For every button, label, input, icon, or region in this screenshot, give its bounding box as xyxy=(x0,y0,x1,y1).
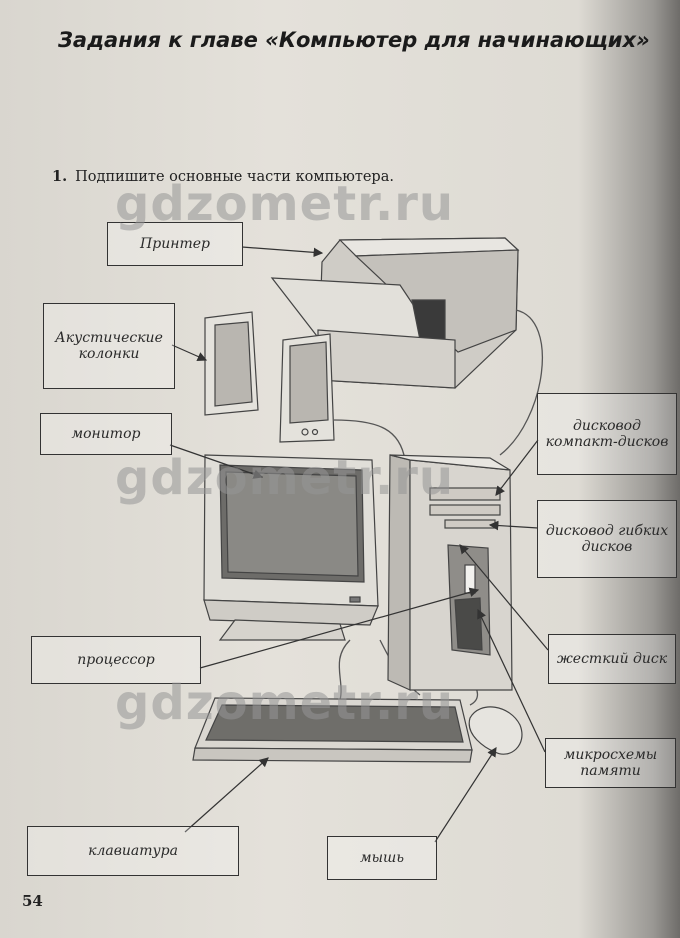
chapter-title: Задания к главе «Компьютер для начинающи… xyxy=(58,28,650,52)
speakers-label-box[interactable]: Акустические колонки xyxy=(43,303,175,389)
task-text: Подпишите основные части компьютера. xyxy=(75,169,394,185)
processor-label-box[interactable]: процессор xyxy=(31,636,201,684)
watermark-bottom: gdzometr.ru xyxy=(115,675,455,731)
monitor-drawing xyxy=(203,454,379,641)
task-1: 1. Подпишите основные части компьютера. xyxy=(52,168,394,185)
floppy-drive-label-box[interactable]: дисковод гибких дисков xyxy=(537,500,677,578)
watermark-top: gdzometr.ru xyxy=(115,176,455,232)
mouse-drawing xyxy=(468,706,523,755)
speakers-drawing xyxy=(204,311,335,443)
mouse-label-box[interactable]: мышь xyxy=(327,836,437,880)
page-number: 54 xyxy=(22,892,43,910)
cd-drive-label-box[interactable]: дисковод компакт-дисков xyxy=(537,393,677,475)
keyboard-label-box[interactable]: клавиатура xyxy=(27,826,239,876)
printer-drawing xyxy=(270,237,520,389)
hard-disk-label-box[interactable]: жесткий диск xyxy=(548,634,676,684)
monitor-label-box[interactable]: монитор xyxy=(40,413,172,455)
watermark-middle: gdzometr.ru xyxy=(115,450,455,506)
system-unit-drawing xyxy=(387,454,513,691)
memory-label-box[interactable]: микросхемы памяти xyxy=(545,738,676,788)
printer-label-box[interactable]: Принтер xyxy=(107,222,243,266)
label-pointer-lines xyxy=(169,246,549,843)
task-number: 1. xyxy=(52,168,68,185)
